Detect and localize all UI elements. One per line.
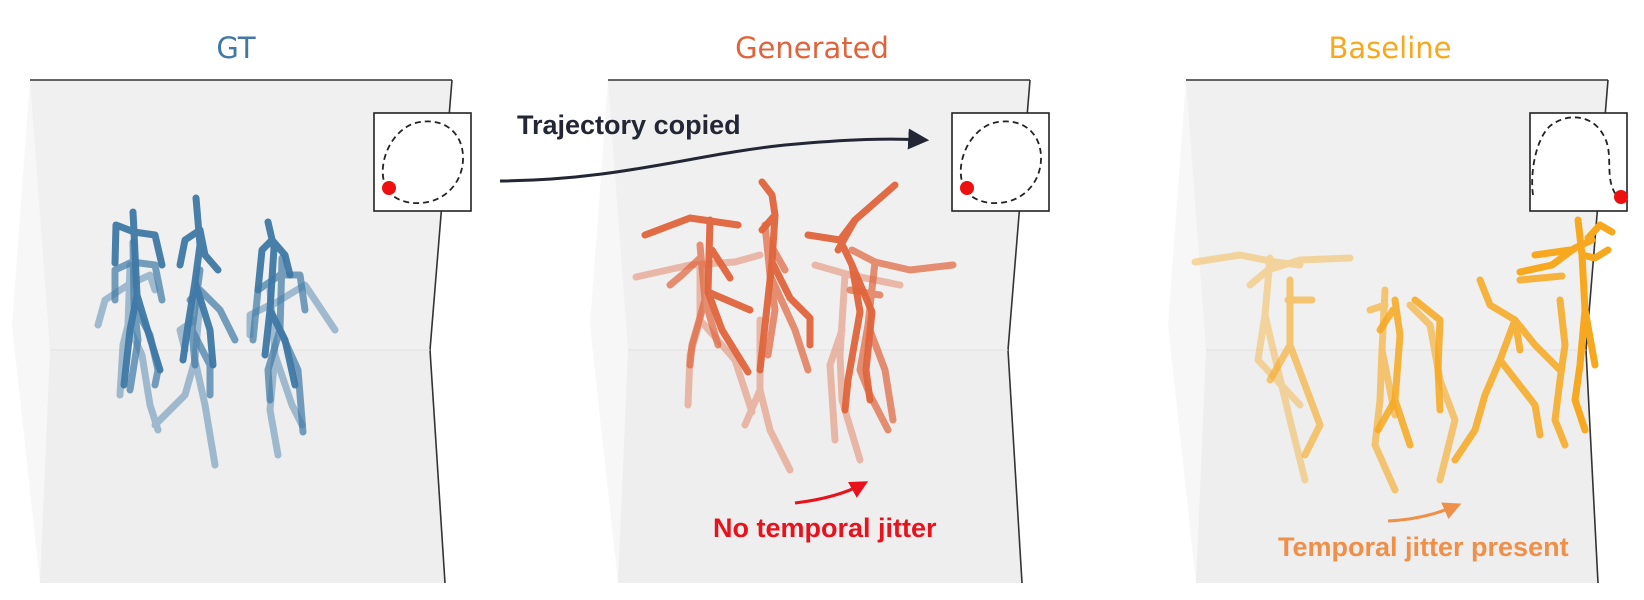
panel-title-gt: GT [216, 31, 255, 65]
skeleton-sequence-baseline [1191, 216, 1616, 494]
no-jitter-label: No temporal jitter [713, 513, 937, 543]
annotation-trajectory-copied: Trajectory copied [499, 110, 930, 183]
trajectory-inset-baseline [1529, 112, 1628, 212]
trajectory-marker [382, 181, 396, 195]
panel-title-generated: Generated [735, 31, 889, 65]
panel-baseline: Baseline [1168, 31, 1628, 584]
trajectory-marker [960, 181, 974, 195]
jitter-present-arrow [1387, 502, 1462, 523]
scene-box [590, 79, 1031, 584]
panel-title-baseline: Baseline [1329, 31, 1452, 65]
skeleton-sequence-generated [632, 178, 957, 474]
panel-generated: Generated [590, 31, 1050, 584]
skeleton-sequence-gt [94, 194, 339, 469]
panel-gt: GT [12, 31, 472, 584]
trajectory-inset-generated [951, 112, 1050, 212]
no-jitter-arrow [794, 481, 869, 505]
jitter-present-label: Temporal jitter present [1278, 532, 1569, 562]
trajectory-marker [1614, 190, 1628, 204]
annotation-jitter-present: Temporal jitter present [1278, 502, 1569, 562]
annotation-no-jitter: No temporal jitter [713, 481, 937, 543]
trajectory-inset-gt [373, 112, 472, 212]
trajectory-copied-arrow [499, 128, 930, 183]
trajectory-copied-label: Trajectory copied [517, 110, 741, 140]
